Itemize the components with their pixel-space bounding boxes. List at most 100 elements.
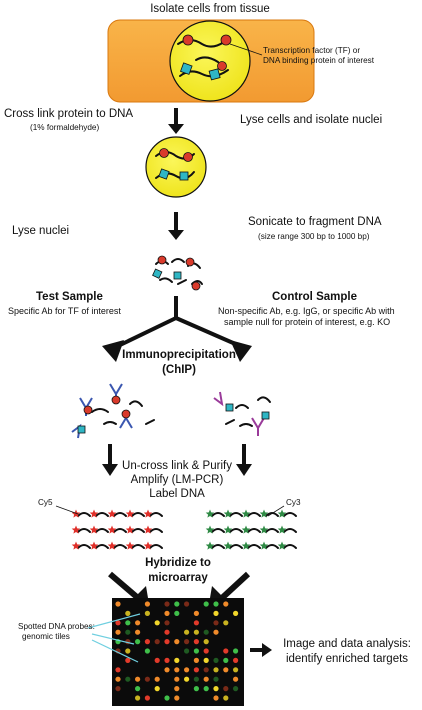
array-spot [184,629,190,635]
fluor-star [277,509,287,518]
arrow-to-analysis [250,643,272,657]
dna-fragment [77,544,91,549]
fluor-star [71,541,81,550]
fluor-star [259,541,269,550]
array-spot [223,667,229,673]
cy3-labeled-dna [205,509,297,550]
array-spot [193,639,199,645]
array-spot [213,620,219,626]
array-spot [174,639,180,645]
arrow-head-right [230,340,252,362]
step-crosslink: Cross link protein to DNA [4,108,134,120]
array-spot [174,601,180,607]
array-spot [233,686,239,692]
array-spot [135,629,141,635]
array-spot [233,648,239,654]
probe-callout-lines [87,613,141,663]
dna-fragment [131,528,145,533]
array-spot [174,610,180,617]
array-spot [125,648,131,654]
control-sample-title: Control Sample [272,291,357,303]
array-spot [154,676,160,682]
dna-fragment [265,544,279,549]
array-spot [154,639,160,645]
array-spot [203,601,209,607]
array-spot [193,676,199,682]
dna-fragment [283,544,297,549]
array-spot [164,657,170,664]
dna-fragment [247,544,261,549]
array-spot [144,695,150,701]
array-spot [184,601,190,607]
array-spot [184,648,190,654]
step-lyse-cells: Lyse cells and isolate nuclei [240,114,383,126]
array-spot [193,629,199,635]
hybridize-line1: Hybridize to [145,557,211,569]
analysis-line1: Image and data analysis: [283,638,411,650]
arrow-down-right [236,444,252,476]
array-spot [213,667,219,673]
array-spot [115,686,121,692]
array-spot [193,657,199,664]
array-spot [233,667,239,673]
array-spot [193,686,199,692]
fluor-star [125,525,135,534]
array-spot [223,620,229,626]
dna-fragment [95,512,109,517]
fluor-star [143,525,153,534]
array-spot [154,620,160,626]
step-lyse-nuclei: Lyse nuclei [12,225,70,237]
fluor-star [277,541,287,550]
array-spot [184,639,190,645]
array-spot [115,620,121,626]
dna-fragment [283,512,297,517]
fragmented-chromatin [152,255,203,291]
fluor-star [205,525,215,534]
arrow-head-left [102,340,124,362]
array-spot [203,667,209,673]
array-spot [125,629,131,635]
dna-fragment [77,512,91,517]
dna-fragment [265,512,279,517]
array-spot [144,610,150,617]
dna-fragment [149,528,163,533]
array-spot [193,667,199,673]
array-spot [135,676,141,682]
array-spot [174,695,180,701]
dna-fragment [95,528,109,533]
array-spot [213,629,219,635]
cy3-callout-line [267,505,285,517]
arrow-down-left [102,444,118,476]
array-spot [135,695,141,701]
arrow-down-2 [168,212,184,240]
microarray [112,598,244,706]
control-sample-desc-line1: Non-specific Ab, e.g. IgG, or specific A… [218,306,395,316]
array-spot [164,620,170,626]
dna-fragment [113,512,127,517]
array-spot [223,601,229,607]
dna-fragment [77,528,91,533]
probes-label-line2: genomic tiles [22,632,70,641]
analysis-line2: identify enriched targets [285,653,409,665]
hybridize-line2: microarray [148,572,208,584]
array-spot [203,648,209,654]
array-spot [144,676,150,682]
array-spot [174,686,180,692]
array-spot [233,610,239,617]
array-spot [135,620,141,626]
control-sample-desc-line2: sample null for protein of interest, e.g… [224,317,391,327]
array-spot [164,629,170,635]
uncross-line2: Amplify (LM-PCR) [130,474,224,486]
array-spot [193,620,199,626]
probes-label-line1: Spotted DNA probes: [18,622,95,631]
array-spot [125,610,131,617]
dna-fragment [265,528,279,533]
array-spot [144,648,150,654]
cy5-callout-line [55,505,79,515]
array-spot [213,657,219,664]
array-spot [223,695,229,701]
crosslinked-nucleus [145,136,207,198]
fluor-star [89,541,99,550]
array-spot [174,667,180,673]
dna-fragment [283,528,297,533]
